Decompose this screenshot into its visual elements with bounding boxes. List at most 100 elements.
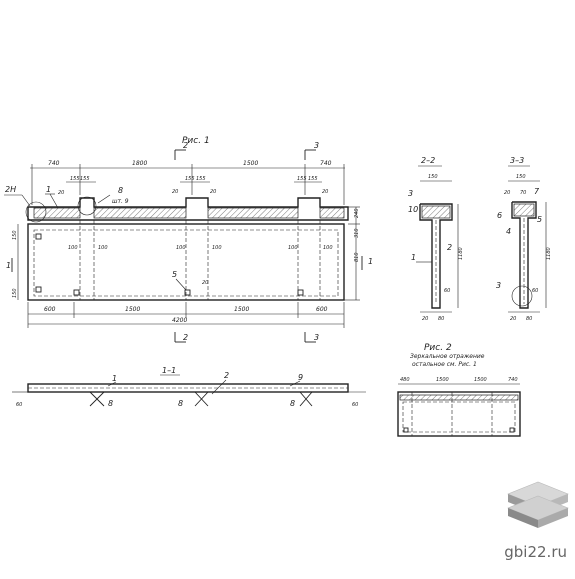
s11-label-1: 1 bbox=[112, 374, 117, 383]
dim-small: 155 bbox=[297, 176, 307, 182]
dim-small: 155 bbox=[196, 176, 206, 182]
fig2-caption1: Зеркальное отражение bbox=[410, 353, 485, 360]
fig2-dim-1500a: 1500 bbox=[436, 377, 449, 383]
fig2-dim-740: 740 bbox=[508, 377, 518, 383]
s33-dim-70: 70 bbox=[520, 190, 526, 196]
insulation-band bbox=[93, 207, 187, 219]
fig2-title: Рис. 2 bbox=[424, 343, 452, 353]
rib-strut bbox=[89, 391, 105, 407]
s33-label-3: 3 bbox=[496, 281, 501, 290]
dim-small: 155 bbox=[308, 176, 318, 182]
leader bbox=[49, 193, 59, 209]
embed-plate bbox=[73, 289, 80, 296]
s22-label-3: 3 bbox=[408, 189, 413, 198]
dim-small: 155 bbox=[80, 176, 90, 182]
leader bbox=[175, 278, 187, 291]
leader bbox=[21, 194, 31, 207]
s22-dim-60: 60 bbox=[444, 288, 450, 294]
rib-strut bbox=[299, 391, 313, 407]
dim-100: 100 bbox=[98, 245, 108, 251]
s33-label-5: 5 bbox=[537, 215, 542, 224]
dim-150: 150 bbox=[12, 288, 18, 298]
dim-740-left: 740 bbox=[48, 160, 60, 167]
top-flange bbox=[27, 197, 349, 221]
dim-small: 155 bbox=[70, 176, 80, 182]
dim-150: 150 bbox=[12, 230, 18, 240]
rib-strut bbox=[194, 391, 209, 407]
s33-profile bbox=[511, 201, 537, 309]
dim-small: 20 bbox=[210, 189, 216, 195]
leader bbox=[289, 380, 301, 387]
fig2-insulation bbox=[399, 394, 519, 401]
s33-dim-bottom-80: 80 bbox=[526, 316, 532, 322]
insulation-band bbox=[33, 207, 81, 219]
dim-100: 100 bbox=[323, 245, 333, 251]
dim-100: 100 bbox=[212, 245, 222, 251]
section-mark-1-left: 1 bbox=[6, 261, 11, 270]
dim-small: 20 bbox=[58, 190, 64, 196]
s33-detail-circle bbox=[511, 285, 533, 307]
s33-dim-20: 20 bbox=[504, 190, 510, 196]
dim-1800: 1800 bbox=[132, 160, 147, 167]
section22-title: 2–2 bbox=[421, 156, 435, 165]
section-3-3: 3–3 150 20 70 7 1180 6 5 4 3 20 80 60 bbox=[496, 156, 552, 322]
dim-100: 100 bbox=[68, 245, 78, 251]
section-1-1: 1–1 60 60 1 2 9 8 8 8 bbox=[12, 366, 366, 408]
dim-1500-b: 1500 bbox=[234, 306, 249, 313]
insulation-band bbox=[319, 207, 345, 219]
s22-dim-1180: 1180 bbox=[458, 247, 464, 260]
label-8: 8 bbox=[118, 186, 123, 195]
fig2-caption2: остальное см. Рис. 1 bbox=[412, 361, 477, 368]
s22-label-2: 2 bbox=[447, 243, 452, 252]
fig2-dim-480: 480 bbox=[400, 377, 410, 383]
s22-label-1: 1 bbox=[411, 253, 416, 262]
s22-insulation bbox=[421, 205, 451, 219]
s33-label-6: 6 bbox=[497, 211, 502, 220]
site-watermark: gbi22.ru bbox=[504, 543, 567, 561]
logo-icon bbox=[507, 481, 569, 528]
fig1-title: Рис. 1 bbox=[182, 136, 210, 146]
s33-label-7: 7 bbox=[534, 187, 540, 196]
fig2-plate bbox=[403, 427, 409, 433]
label-sht9: шт. 9 bbox=[112, 198, 129, 205]
s33-dim-150: 150 bbox=[516, 174, 526, 180]
section-mark-2-bottom: 2 bbox=[183, 333, 188, 342]
fig2-cage bbox=[402, 401, 516, 433]
label-1: 1 bbox=[46, 185, 51, 194]
section-2-2: 2–2 150 1180 3 10 2 1 20 80 60 bbox=[408, 156, 464, 322]
dim-240: 240 bbox=[354, 208, 360, 218]
dim-100: 100 bbox=[288, 245, 298, 251]
s33-label-4: 4 bbox=[506, 227, 511, 236]
embed-plate bbox=[184, 289, 191, 296]
s22-dim-80: 80 bbox=[438, 316, 444, 322]
dim-600-left: 600 bbox=[44, 306, 56, 313]
s33-dim-1180: 1180 bbox=[546, 247, 552, 260]
dim-1500: 1500 bbox=[243, 160, 258, 167]
fig2-plate bbox=[509, 427, 515, 433]
fig2-panel bbox=[397, 391, 521, 437]
fig1-plan: Рис. 1 2 3 740 1800 1500 740 155 155 20 … bbox=[4, 136, 373, 343]
s33-dim-bottom-60: 60 bbox=[532, 288, 538, 294]
s11-label-2: 2 bbox=[224, 371, 229, 380]
dim-740-right: 740 bbox=[320, 160, 332, 167]
dim-small: 155 bbox=[185, 176, 195, 182]
s11-label-8b: 8 bbox=[178, 399, 183, 408]
s33-dim-bottom-20: 20 bbox=[510, 316, 516, 322]
section-mark-3-bottom: 3 bbox=[314, 333, 319, 342]
s33-insulation bbox=[513, 203, 535, 217]
section11-title: 1–1 bbox=[162, 366, 176, 375]
s11-label-9: 9 bbox=[298, 373, 303, 382]
fig2-mirror: Рис. 2 Зеркальное отражение остальное см… bbox=[397, 343, 521, 437]
leader bbox=[107, 381, 117, 387]
embed-plate bbox=[35, 233, 42, 240]
section-mark-3-top: 3 bbox=[314, 141, 319, 150]
section33-title: 3–3 bbox=[510, 156, 524, 165]
embed-plate bbox=[297, 289, 304, 296]
leader bbox=[211, 379, 227, 395]
dim-100: 100 bbox=[176, 245, 186, 251]
dim-4200: 4200 bbox=[172, 317, 187, 324]
dim-small: 20 bbox=[322, 189, 328, 195]
s22-profile bbox=[419, 203, 453, 309]
